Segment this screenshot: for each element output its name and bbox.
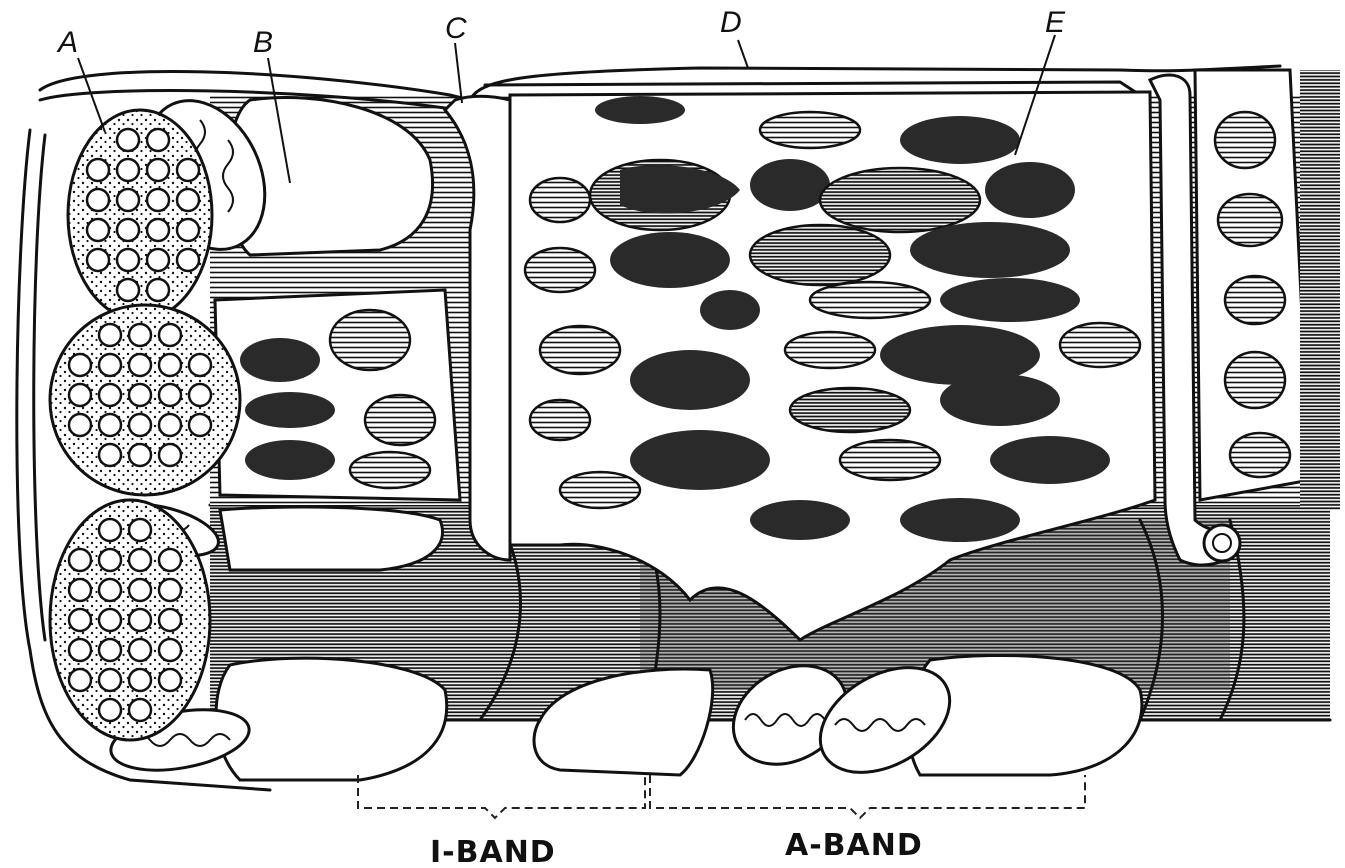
red-blood-cell <box>99 444 121 466</box>
label-a: A <box>56 26 78 59</box>
red-blood-cell <box>189 384 211 406</box>
red-blood-cell <box>159 354 181 376</box>
red-blood-cell <box>147 189 169 211</box>
red-blood-cell <box>159 549 181 571</box>
red-blood-cell <box>177 249 199 271</box>
red-blood-cell <box>159 414 181 436</box>
red-blood-cell <box>177 219 199 241</box>
red-blood-cell <box>87 249 109 271</box>
red-blood-cell <box>99 639 121 661</box>
red-blood-cell <box>159 324 181 346</box>
red-blood-cell <box>147 279 169 301</box>
label-c: C <box>445 12 467 45</box>
red-blood-cell <box>159 669 181 691</box>
label-b: B <box>253 26 273 59</box>
red-blood-cell <box>117 279 139 301</box>
red-blood-cell <box>99 354 121 376</box>
red-blood-cell <box>147 129 169 151</box>
red-blood-cell <box>159 609 181 631</box>
red-blood-cell <box>99 579 121 601</box>
left-sr-network <box>215 290 460 500</box>
right-sr-network <box>1195 70 1340 510</box>
red-blood-cell <box>99 414 121 436</box>
red-blood-cell <box>99 609 121 631</box>
red-blood-cell <box>129 354 151 376</box>
red-blood-cell <box>129 639 151 661</box>
label-e: E <box>1045 6 1066 39</box>
red-blood-cell <box>69 549 91 571</box>
red-blood-cell <box>69 579 91 601</box>
red-blood-cell <box>129 324 151 346</box>
red-blood-cell <box>99 324 121 346</box>
red-blood-cell <box>147 159 169 181</box>
red-blood-cell <box>129 669 151 691</box>
red-blood-cell <box>69 414 91 436</box>
red-blood-cell <box>117 159 139 181</box>
red-blood-cell <box>159 444 181 466</box>
red-blood-cell <box>189 354 211 376</box>
red-blood-cell <box>99 699 121 721</box>
red-blood-cell <box>117 189 139 211</box>
red-blood-cell <box>117 129 139 151</box>
i-band-bracket <box>358 775 645 818</box>
red-blood-cell <box>189 414 211 436</box>
capillary-middle <box>50 305 240 495</box>
i-band-label: I-BAND <box>430 835 556 868</box>
red-blood-cell <box>99 549 121 571</box>
red-blood-cell <box>159 639 181 661</box>
red-blood-cell <box>129 414 151 436</box>
a-band-bracket <box>650 775 1085 818</box>
red-blood-cell <box>129 519 151 541</box>
red-blood-cell <box>129 444 151 466</box>
red-blood-cell <box>69 609 91 631</box>
a-band-label: A-BAND <box>785 828 923 863</box>
red-blood-cell <box>129 609 151 631</box>
red-blood-cell <box>177 159 199 181</box>
red-blood-cell <box>69 354 91 376</box>
red-blood-cell <box>69 384 91 406</box>
red-blood-cell <box>117 219 139 241</box>
label-d: D <box>720 6 742 39</box>
red-blood-cell <box>69 639 91 661</box>
red-blood-cell <box>129 579 151 601</box>
capillary-bottom <box>50 500 210 740</box>
red-blood-cell <box>87 219 109 241</box>
red-blood-cell <box>159 384 181 406</box>
red-blood-cell <box>117 249 139 271</box>
band-brackets <box>358 775 1085 818</box>
red-blood-cell <box>129 549 151 571</box>
red-blood-cell <box>159 579 181 601</box>
red-blood-cell <box>99 669 121 691</box>
red-blood-cell <box>99 384 121 406</box>
red-blood-cell <box>69 669 91 691</box>
red-blood-cell <box>129 699 151 721</box>
capillary-top <box>68 110 212 320</box>
red-blood-cell <box>99 519 121 541</box>
red-blood-cell <box>177 189 199 211</box>
leader-line-d <box>738 40 748 68</box>
red-blood-cell <box>147 249 169 271</box>
leader-line-c <box>455 43 462 103</box>
red-blood-cell <box>87 159 109 181</box>
red-blood-cell <box>87 189 109 211</box>
red-blood-cell <box>147 219 169 241</box>
red-blood-cell <box>129 384 151 406</box>
